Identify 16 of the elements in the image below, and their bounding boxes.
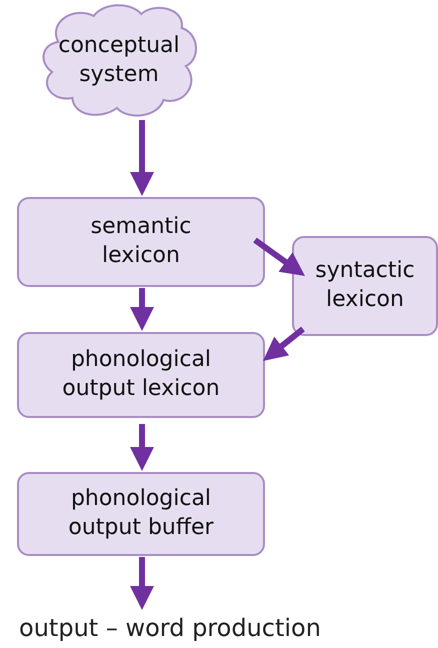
arrow (130, 424, 154, 471)
arrow (130, 557, 154, 610)
node-text: phonological output lexicon (61, 346, 221, 403)
node-text: semantic lexicon (90, 213, 192, 270)
node-text: phonological output buffer (67, 485, 215, 542)
arrow (253, 238, 305, 276)
arrow (130, 120, 154, 196)
output-label: output – word production (19, 613, 321, 644)
node-text: syntactic lexicon (314, 257, 416, 314)
arrow (130, 288, 154, 331)
process-box (17, 332, 265, 418)
process-box (292, 236, 438, 336)
node-text: conceptual system (57, 32, 181, 89)
process-box (17, 472, 265, 556)
process-box (17, 197, 265, 287)
arrow (263, 326, 305, 361)
